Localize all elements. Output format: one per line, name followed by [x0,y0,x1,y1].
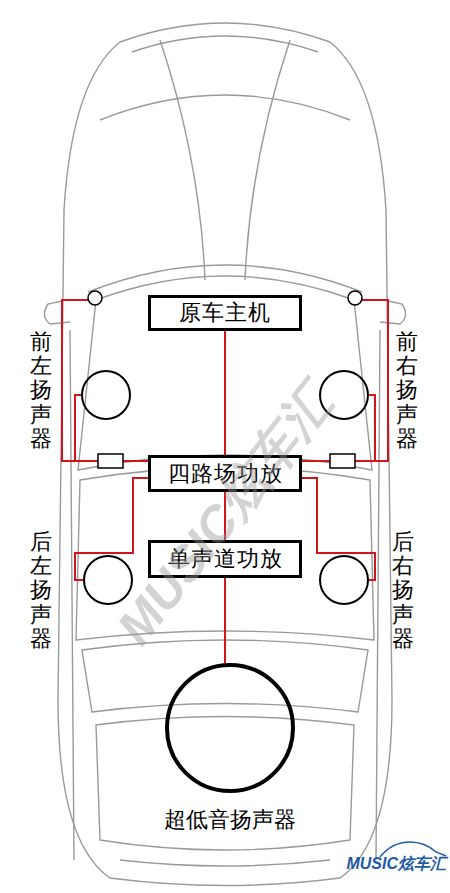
signal-wire [75,478,148,580]
amp-box: 原车主机 [148,295,302,331]
signal-wire [224,578,226,663]
speaker-label: 后右扬声器 [392,530,414,651]
speaker-label: 超低音扬声器 [164,808,296,832]
speaker-circle: 前左扬声器 [81,370,131,420]
speaker-circle: 超低音扬声器 [165,663,295,793]
speaker-label: 后左扬声器 [30,530,52,651]
box-label: 原车主机 [179,298,271,328]
signal-wire [302,478,375,580]
logo-text: MUSIC炫车汇 [346,854,446,875]
signal-wire [75,395,148,461]
speaker-label: 前右扬声器 [396,330,418,451]
signal-wire [224,331,226,455]
speaker-circle: 后右扬声器 [319,555,369,605]
speaker-label: 前左扬声器 [30,330,52,451]
